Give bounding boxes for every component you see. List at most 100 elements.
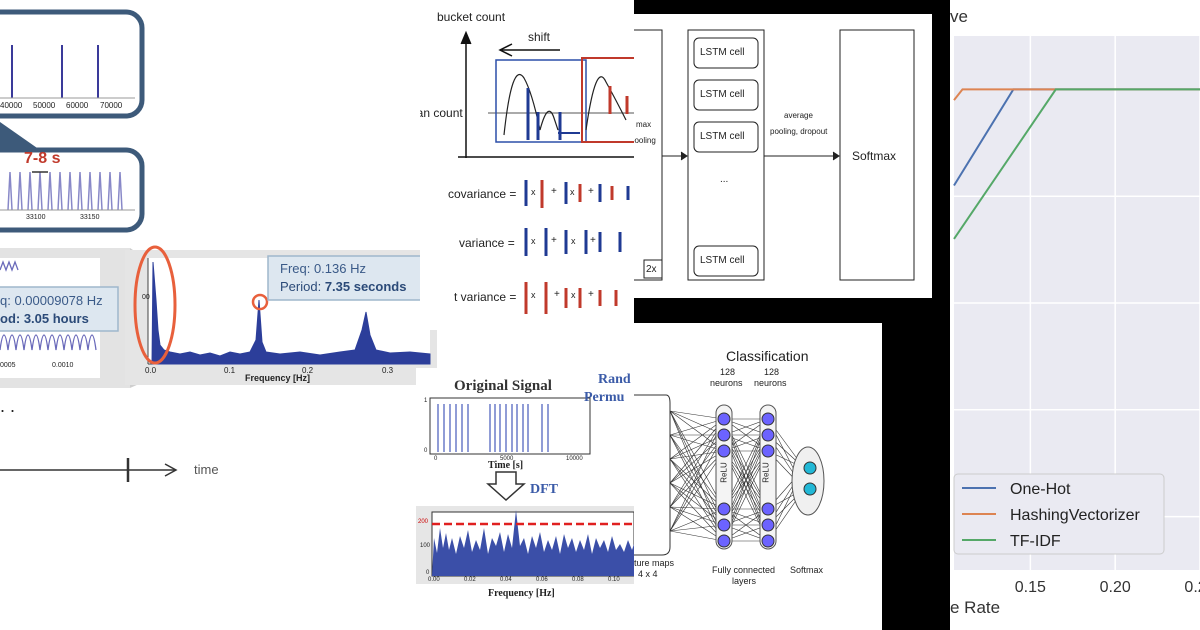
pool-label-1: max bbox=[636, 120, 652, 129]
variance-label: variance = bbox=[459, 236, 515, 250]
chart-series bbox=[953, 88, 1200, 240]
op-plus-5: + bbox=[588, 289, 594, 300]
signal-ytick-bottom: 0 bbox=[424, 448, 428, 454]
lstm-graphics bbox=[634, 29, 915, 281]
high-period-prefix: Period: bbox=[280, 279, 325, 294]
neuron bbox=[717, 412, 731, 426]
lstm-cell-4: LSTM cell bbox=[700, 255, 745, 266]
chart-title: ve bbox=[950, 7, 968, 26]
freq-ytick-1: 100 bbox=[420, 543, 431, 549]
op-x-5: x bbox=[571, 290, 576, 300]
op-plus-2: + bbox=[551, 235, 557, 246]
blue-window bbox=[495, 59, 587, 143]
freq-tick-0: 0.00 bbox=[428, 577, 440, 583]
pool-label-2: pooling bbox=[634, 136, 656, 145]
freq-ytick-0: 200 bbox=[418, 519, 429, 525]
freq-tick-4: 0.08 bbox=[572, 577, 584, 583]
freq-tick-3: 0.06 bbox=[536, 577, 548, 583]
neuron bbox=[761, 412, 775, 426]
op-x-4: x bbox=[531, 290, 536, 300]
lstm-cell-ellipsis: ... bbox=[720, 174, 729, 185]
time-xlabel: Time [s] bbox=[488, 460, 524, 471]
lstm-cells bbox=[693, 37, 759, 277]
relu-label-1: ReLU bbox=[719, 462, 729, 483]
relu-label-2: ReLU bbox=[761, 462, 771, 483]
layer1-count: 128 bbox=[720, 367, 736, 377]
time-tick-2: 10000 bbox=[566, 456, 583, 462]
time-tick-1: 5000 bbox=[500, 456, 514, 462]
neuron bbox=[717, 444, 731, 458]
low-tick-1: 0.0010 bbox=[52, 362, 74, 369]
periodicity-panel: 40000 50000 60000 70000 7-8 s 33100 3315… bbox=[0, 0, 440, 630]
x-tick-label: 0.20 bbox=[1100, 579, 1131, 596]
low-period-text: od: 3.05 hours bbox=[0, 311, 89, 326]
lstm-panel: max pooling 2x LSTM cell LSTM cell LSTM … bbox=[634, 14, 932, 298]
layer2-neurons bbox=[759, 404, 777, 550]
freq-tick-5: 0.10 bbox=[608, 577, 620, 583]
random-label-2: Permu bbox=[584, 390, 625, 405]
high-tick-1: 0.1 bbox=[224, 366, 236, 375]
t-variance-label: t variance = bbox=[454, 290, 517, 304]
op-x-3: x bbox=[571, 236, 576, 246]
low-peak-highlight bbox=[133, 245, 177, 365]
mid-tick-1: 33150 bbox=[80, 214, 100, 221]
class-softmax-label: Softmax bbox=[790, 565, 824, 575]
softmax-neuron bbox=[803, 482, 817, 496]
neuron bbox=[717, 534, 731, 548]
mid-tick-0: 33100 bbox=[26, 214, 46, 221]
softmax-neuron bbox=[803, 461, 817, 475]
signal-panel: Original Signal Rand Permu 1 0 0 5000 10… bbox=[416, 368, 634, 630]
neuron bbox=[717, 428, 731, 442]
random-label-1: Rand bbox=[598, 372, 631, 387]
series-line bbox=[953, 88, 1200, 240]
dft-spectrum bbox=[432, 510, 634, 576]
x-tick-label: 0.25 bbox=[1184, 579, 1200, 596]
softmax-group bbox=[791, 446, 825, 516]
top-signal-box bbox=[0, 9, 145, 119]
lstm-cell-1: LSTM cell bbox=[700, 89, 745, 100]
neuron bbox=[761, 428, 775, 442]
low-freq-callout bbox=[0, 286, 119, 332]
time-label: time bbox=[194, 462, 219, 477]
top-tick-2: 60000 bbox=[66, 101, 89, 110]
op-plus-3: + bbox=[590, 235, 596, 246]
bucket-ylabel: bucket count bbox=[437, 10, 506, 24]
legend-label: HashingVectorizer bbox=[1010, 507, 1141, 524]
red-window bbox=[581, 57, 634, 143]
formula-bars bbox=[524, 180, 630, 256]
dft-label: DFT bbox=[530, 482, 558, 497]
chart-xlabel: e Rate bbox=[950, 598, 1001, 617]
x-tick-label: 0.15 bbox=[1015, 579, 1046, 596]
time-tick-0: 0 bbox=[434, 456, 438, 462]
lstm-cell-2: LSTM cell bbox=[700, 131, 745, 142]
covariance-label: covariance = bbox=[448, 187, 517, 201]
lstm-softmax-label: Softmax bbox=[852, 149, 897, 163]
neuron bbox=[761, 534, 775, 548]
dft-arrow bbox=[486, 471, 526, 502]
top-tick-1: 50000 bbox=[33, 101, 56, 110]
lstm-cell-0: LSTM cell bbox=[700, 47, 745, 58]
neuron bbox=[761, 444, 775, 458]
op-x-2: x bbox=[531, 236, 536, 246]
signal-spikes bbox=[437, 404, 549, 452]
ellipsis: . . bbox=[0, 396, 16, 416]
legend-box bbox=[953, 473, 1165, 555]
feature-maps-2: 4 x 4 bbox=[638, 569, 658, 579]
peak-highlight bbox=[251, 293, 269, 311]
low-freq-waves bbox=[0, 260, 97, 351]
signal-ytick-top: 1 bbox=[424, 398, 428, 404]
legend-label: One-Hot bbox=[1010, 481, 1071, 498]
freq-ytick-2: 0 bbox=[426, 570, 430, 576]
classification-panel: Classification 128 neurons 128 neurons R… bbox=[634, 323, 882, 630]
signal-graphics bbox=[416, 397, 634, 584]
low-tick-0: 0005 bbox=[0, 362, 16, 369]
network-connections bbox=[669, 410, 805, 542]
op-plus-4: + bbox=[554, 289, 560, 300]
top-tick-0: 40000 bbox=[0, 101, 23, 110]
op-x-0: x bbox=[531, 187, 536, 197]
high-ytick: 00 bbox=[142, 294, 150, 301]
zoom-connector bbox=[0, 122, 40, 150]
classification-graphics bbox=[634, 394, 825, 556]
